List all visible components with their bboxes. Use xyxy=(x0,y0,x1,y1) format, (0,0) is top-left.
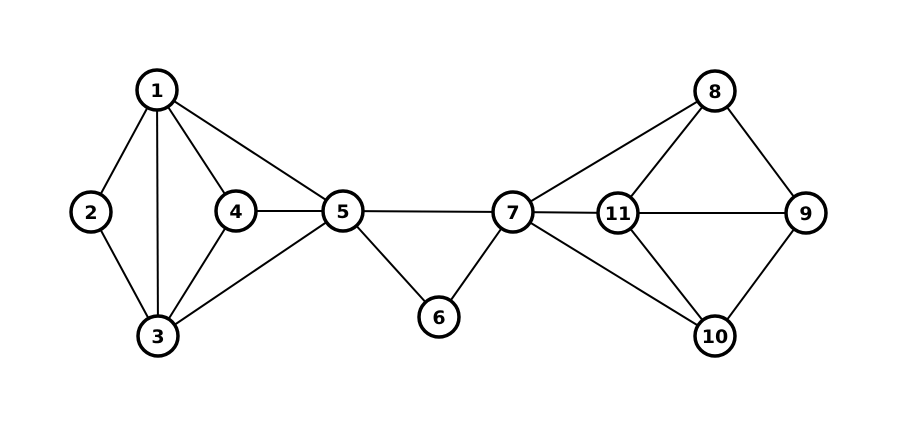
edge-10-11 xyxy=(617,212,716,337)
edge-2-3 xyxy=(90,211,159,337)
node-label-1: 1 xyxy=(150,80,163,102)
node-label-11: 11 xyxy=(605,203,631,225)
node-circle-10 xyxy=(693,314,737,358)
node-label-5: 5 xyxy=(336,201,349,223)
node-label-10: 10 xyxy=(702,326,728,348)
edge-3-5 xyxy=(157,210,344,337)
node-circle-4 xyxy=(214,189,258,233)
node-label-2: 2 xyxy=(84,202,97,224)
node-2: 2 xyxy=(69,190,113,234)
node-circle-5 xyxy=(321,189,365,233)
node-4: 4 xyxy=(214,189,258,233)
edge-1-5 xyxy=(156,89,344,212)
node-circle-7 xyxy=(491,190,535,234)
edge-1-3 xyxy=(156,89,159,337)
node-label-3: 3 xyxy=(151,326,164,348)
node-label-6: 6 xyxy=(432,307,445,329)
node-5: 5 xyxy=(321,189,365,233)
node-circle-1 xyxy=(135,68,179,112)
edge-7-8 xyxy=(512,90,716,213)
node-circle-9 xyxy=(784,191,828,235)
node-6: 6 xyxy=(417,295,461,339)
edge-1-2 xyxy=(90,89,158,213)
node-label-7: 7 xyxy=(506,202,519,224)
node-circle-11 xyxy=(596,191,640,235)
node-11: 11 xyxy=(596,191,640,235)
node-10: 10 xyxy=(693,314,737,358)
node-circle-2 xyxy=(69,190,113,234)
edge-8-9 xyxy=(714,90,807,214)
node-9: 9 xyxy=(784,191,828,235)
node-circle-3 xyxy=(136,314,180,358)
node-label-4: 4 xyxy=(229,201,242,223)
node-label-8: 8 xyxy=(708,81,721,103)
node-circle-6 xyxy=(417,295,461,339)
edge-5-7 xyxy=(342,210,514,213)
node-7: 7 xyxy=(491,190,535,234)
node-circle-8 xyxy=(693,69,737,113)
edge-7-10 xyxy=(512,211,716,337)
edge-9-10 xyxy=(714,212,807,337)
edge-3-4 xyxy=(157,210,237,337)
edge-1-4 xyxy=(156,89,237,212)
node-8: 8 xyxy=(693,69,737,113)
nodes-layer: 1 2 3 4 5 6 7 8 9 10 11 xyxy=(69,68,828,358)
node-1: 1 xyxy=(135,68,179,112)
node-label-9: 9 xyxy=(799,203,812,225)
node-3: 3 xyxy=(136,314,180,358)
edge-8-11 xyxy=(617,90,716,214)
edge-5-6 xyxy=(342,210,440,318)
